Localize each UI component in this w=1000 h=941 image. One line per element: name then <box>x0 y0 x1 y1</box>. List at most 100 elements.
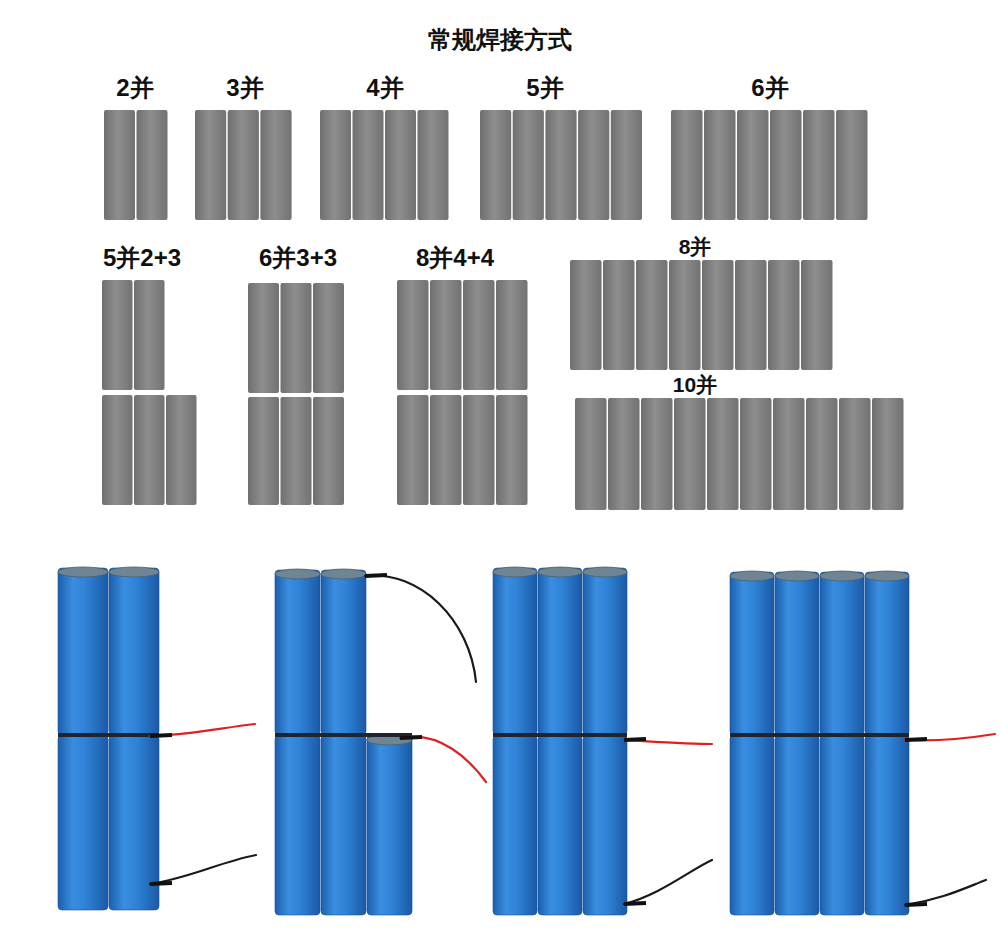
battery-cell-schematic <box>702 260 734 370</box>
battery-pack-photos <box>58 567 995 915</box>
cell-top-cap <box>58 567 108 577</box>
battery-cell-schematic <box>570 260 602 370</box>
battery-cell <box>493 735 537 915</box>
heat-shrink <box>624 903 646 904</box>
battery-cell-schematic <box>513 110 544 220</box>
tier-joint <box>58 733 159 737</box>
battery-cell-schematic <box>740 398 772 510</box>
battery-cell-schematic <box>260 110 291 220</box>
battery-cell <box>820 572 864 735</box>
battery-cell-schematic <box>768 260 800 370</box>
battery-cell-schematic <box>104 110 135 220</box>
battery-cell <box>58 568 108 735</box>
cell-top-cap <box>820 571 864 581</box>
battery-cell-schematic <box>313 397 344 505</box>
battery-cell-schematic <box>480 110 511 220</box>
battery-cell-schematic <box>773 398 805 510</box>
battery-cell-schematic <box>806 398 838 510</box>
configuration-label: 3并 <box>226 76 263 100</box>
battery-cell-schematic <box>228 110 259 220</box>
configuration-label: 2并 <box>116 76 153 100</box>
battery-cell-schematic <box>463 395 495 505</box>
cell-top-cap <box>275 569 320 579</box>
battery-cell <box>730 572 774 735</box>
heat-shrink <box>905 904 927 905</box>
battery-cell-schematic <box>641 398 673 510</box>
battery-cell <box>865 572 909 735</box>
battery-cell <box>538 568 582 735</box>
configuration-label: 5并 <box>526 76 563 100</box>
battery-cell-schematic <box>430 280 462 390</box>
heat-shrink <box>905 739 927 740</box>
tier-joint <box>493 733 627 737</box>
battery-cell-schematic <box>195 110 226 220</box>
tier-joint <box>275 733 412 737</box>
battery-cell-schematic <box>636 260 668 370</box>
cell-top-cap <box>730 571 774 581</box>
battery-cell <box>109 568 159 735</box>
lead-wire <box>400 737 486 782</box>
battery-cell-schematic <box>836 110 868 220</box>
configuration-label: 8并 <box>679 236 712 257</box>
battery-cell <box>775 572 819 735</box>
battery-cell-schematic <box>281 397 312 505</box>
configuration-label: 8并4+4 <box>416 246 494 270</box>
battery-cell-schematic <box>872 398 904 510</box>
battery-cell-schematic <box>134 395 165 505</box>
battery-cell-schematic <box>281 283 312 393</box>
battery-cell-schematic <box>134 280 165 390</box>
battery-cell-schematic <box>839 398 871 510</box>
battery-cell-schematic <box>578 110 609 220</box>
battery-cell-schematic <box>166 395 197 505</box>
battery-cell-schematic <box>313 283 344 393</box>
lead-wire <box>905 734 995 741</box>
heat-shrink <box>150 883 172 884</box>
battery-cell-schematic <box>137 110 168 220</box>
battery-cell <box>321 570 366 735</box>
lead-wire <box>365 576 476 682</box>
lead-wire <box>150 724 255 736</box>
battery-cell <box>775 735 819 915</box>
battery-cell-schematic <box>102 280 133 390</box>
cell-top-cap <box>583 567 627 577</box>
battery-cell-schematic <box>737 110 769 220</box>
battery-cell-schematic <box>735 260 767 370</box>
battery-cell-schematic <box>704 110 736 220</box>
heat-shrink <box>150 735 172 736</box>
battery-cell-schematic <box>803 110 835 220</box>
battery-cell <box>730 735 774 915</box>
tier-joint <box>730 733 909 737</box>
battery-cell <box>275 570 320 735</box>
heat-shrink <box>400 737 422 738</box>
battery-cell <box>583 568 627 735</box>
battery-cell <box>367 735 412 915</box>
battery-cell-schematic <box>671 110 703 220</box>
battery-cell <box>321 735 366 915</box>
battery-cell-schematic <box>770 110 802 220</box>
lead-wire <box>150 855 256 884</box>
battery-cell-schematic <box>418 110 449 220</box>
configuration-label: 6并3+3 <box>259 246 337 270</box>
battery-cell-schematic <box>801 260 833 370</box>
battery-cell-schematic <box>320 110 351 220</box>
battery-cell <box>493 568 537 735</box>
lead-wire <box>624 740 712 744</box>
cell-top-cap <box>538 567 582 577</box>
configuration-label: 5并2+3 <box>103 246 181 270</box>
cell-top-cap <box>865 571 909 581</box>
lead-wire <box>624 860 712 904</box>
battery-cell-schematic <box>608 398 640 510</box>
battery-cell-schematic <box>707 398 739 510</box>
battery-cell <box>865 735 909 915</box>
battery-cell <box>583 735 627 915</box>
configuration-label: 10并 <box>673 374 717 395</box>
battery-cell-schematic <box>669 260 701 370</box>
battery-cell-schematic <box>496 395 528 505</box>
battery-cell-schematic <box>248 283 279 393</box>
battery-cell-schematic <box>385 110 416 220</box>
battery-cell-schematic <box>575 398 607 510</box>
battery-cell-schematic <box>248 397 279 505</box>
cell-top-cap <box>109 567 159 577</box>
